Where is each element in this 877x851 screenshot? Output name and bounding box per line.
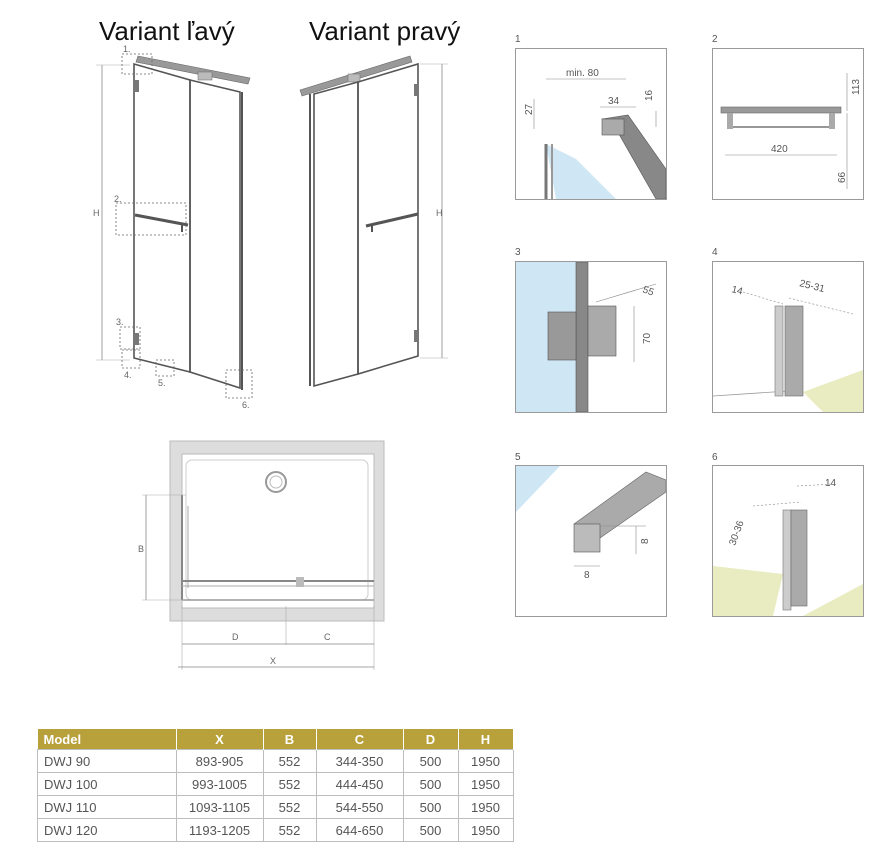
plan-b-label: B <box>138 544 144 554</box>
cell-h: 1950 <box>457 795 514 819</box>
table-row: DWJ 110 1093-1105 552 544-550 500 1950 <box>37 795 514 819</box>
cell-model: DWJ 120 <box>37 818 177 842</box>
cell-h: 1950 <box>457 749 514 773</box>
detail-1-34: 34 <box>608 96 620 107</box>
marker-2: 2. <box>114 194 122 204</box>
h-left-label: H <box>93 208 100 218</box>
detail-2-420: 420 <box>771 144 788 155</box>
variant-right-title: Variant pravý <box>309 16 461 46</box>
cell-c: 644-650 <box>315 818 404 842</box>
cell-b: 552 <box>262 818 317 842</box>
cell-x: 1093-1105 <box>175 795 264 819</box>
header-c: C <box>316 729 404 750</box>
cell-d: 500 <box>402 772 459 796</box>
detail-6-number: 6 <box>712 452 718 463</box>
cell-d: 500 <box>402 795 459 819</box>
cell-x: 1193-1205 <box>175 818 264 842</box>
right-elevation-drawing: H <box>299 55 448 388</box>
detail-6-box: 14 30-36 <box>712 465 864 617</box>
detail-4-14: 14 <box>730 284 744 297</box>
detail-2-66: 66 <box>837 171 848 183</box>
cell-d: 500 <box>402 818 459 842</box>
cell-x: 993-1005 <box>175 772 264 796</box>
marker-4: 4. <box>124 370 132 380</box>
detail-2-number: 2 <box>712 34 718 45</box>
detail-4-number: 4 <box>712 247 718 258</box>
cell-x: 893-905 <box>175 749 264 773</box>
detail-3-number: 3 <box>515 247 521 258</box>
cell-c: 544-550 <box>315 795 404 819</box>
detail-4-box: 14 25-31 <box>712 261 864 413</box>
detail-1-16: 16 <box>644 89 655 101</box>
cell-b: 552 <box>262 795 317 819</box>
detail-1-27: 27 <box>524 103 535 115</box>
variant-left-title: Variant ľavý <box>99 16 235 46</box>
cell-b: 552 <box>262 772 317 796</box>
dimensions-table: Model X B C D H DWJ 90 893-905 552 344-3… <box>37 729 514 842</box>
header-model: Model <box>37 729 177 750</box>
plan-c-label: C <box>324 632 331 642</box>
cell-c: 344-350 <box>315 749 404 773</box>
detail-5-8-horizontal: 8 <box>584 570 590 581</box>
marker-5: 5. <box>158 378 166 388</box>
plan-x-label: X <box>270 656 276 666</box>
detail-4-25-31: 25-31 <box>798 278 826 295</box>
detail-2-113: 113 <box>851 79 862 95</box>
h-right-label: H <box>436 208 443 218</box>
cell-model: DWJ 110 <box>37 795 177 819</box>
detail-1-number: 1 <box>515 34 521 45</box>
detail-5-box: 8 8 <box>515 465 667 617</box>
detail-2-box: 420 113 66 <box>712 48 864 200</box>
marker-6: 6. <box>242 400 250 410</box>
header-h: H <box>458 729 514 750</box>
detail-3-55: 55 <box>641 284 656 298</box>
detail-3-70: 70 <box>642 332 653 344</box>
marker-1: 1. <box>123 44 131 54</box>
cell-h: 1950 <box>457 818 514 842</box>
detail-5-8-vertical: 8 <box>640 538 651 544</box>
plan-d-label: D <box>232 632 239 642</box>
detail-5-number: 5 <box>515 452 521 463</box>
cell-model: DWJ 100 <box>37 772 177 796</box>
plan-view-drawing: B D C X <box>138 440 385 670</box>
marker-3: 3. <box>116 317 124 327</box>
table-row: DWJ 90 893-905 552 344-350 500 1950 <box>37 749 514 773</box>
detail-6-30-36: 30-36 <box>727 519 746 547</box>
detail-3-box: 55 70 <box>515 261 667 413</box>
header-b: B <box>263 729 317 750</box>
table-row: DWJ 100 993-1005 552 444-450 500 1950 <box>37 772 514 796</box>
detail-1-min80: min. 80 <box>566 68 599 79</box>
detail-1-box: min. 80 34 27 16 <box>515 48 667 200</box>
cell-c: 444-450 <box>315 772 404 796</box>
left-elevation-drawing: H 1. 2. 3. 4. 5. 6. <box>93 44 253 410</box>
header-x: X <box>176 729 264 750</box>
cell-h: 1950 <box>457 772 514 796</box>
cell-model: DWJ 90 <box>37 749 177 773</box>
cell-d: 500 <box>402 749 459 773</box>
table-header-row: Model X B C D H <box>37 729 514 750</box>
detail-6-14: 14 <box>825 478 837 489</box>
header-d: D <box>403 729 459 750</box>
table-row: DWJ 120 1193-1205 552 644-650 500 1950 <box>37 818 514 842</box>
cell-b: 552 <box>262 749 317 773</box>
